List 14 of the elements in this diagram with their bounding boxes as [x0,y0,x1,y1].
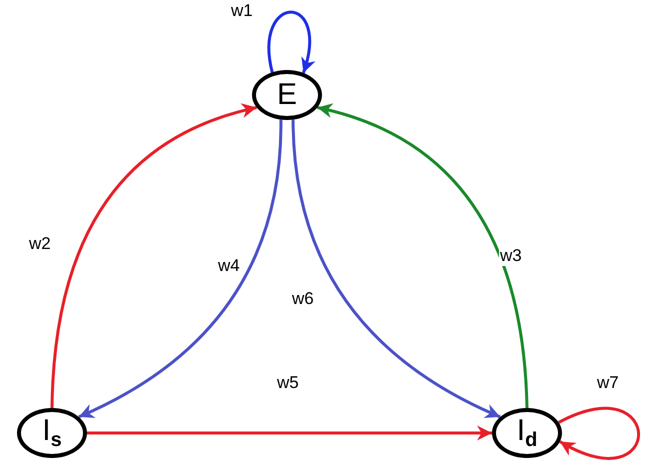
node-label: I$_{s}$ [42,416,62,450]
arrow [50,104,258,408]
edge-label: w3 [499,247,523,266]
state-ellipse [17,408,87,458]
arrow [558,406,640,460]
arrow [316,104,528,408]
arrow [87,426,492,440]
state-ellipse [252,70,322,120]
node-label: E [276,80,297,110]
node-label: I$_{d}$ [516,416,538,450]
arrow [268,10,315,74]
arrow [292,120,501,418]
state-ellipse [492,408,562,458]
arrow [78,120,282,418]
